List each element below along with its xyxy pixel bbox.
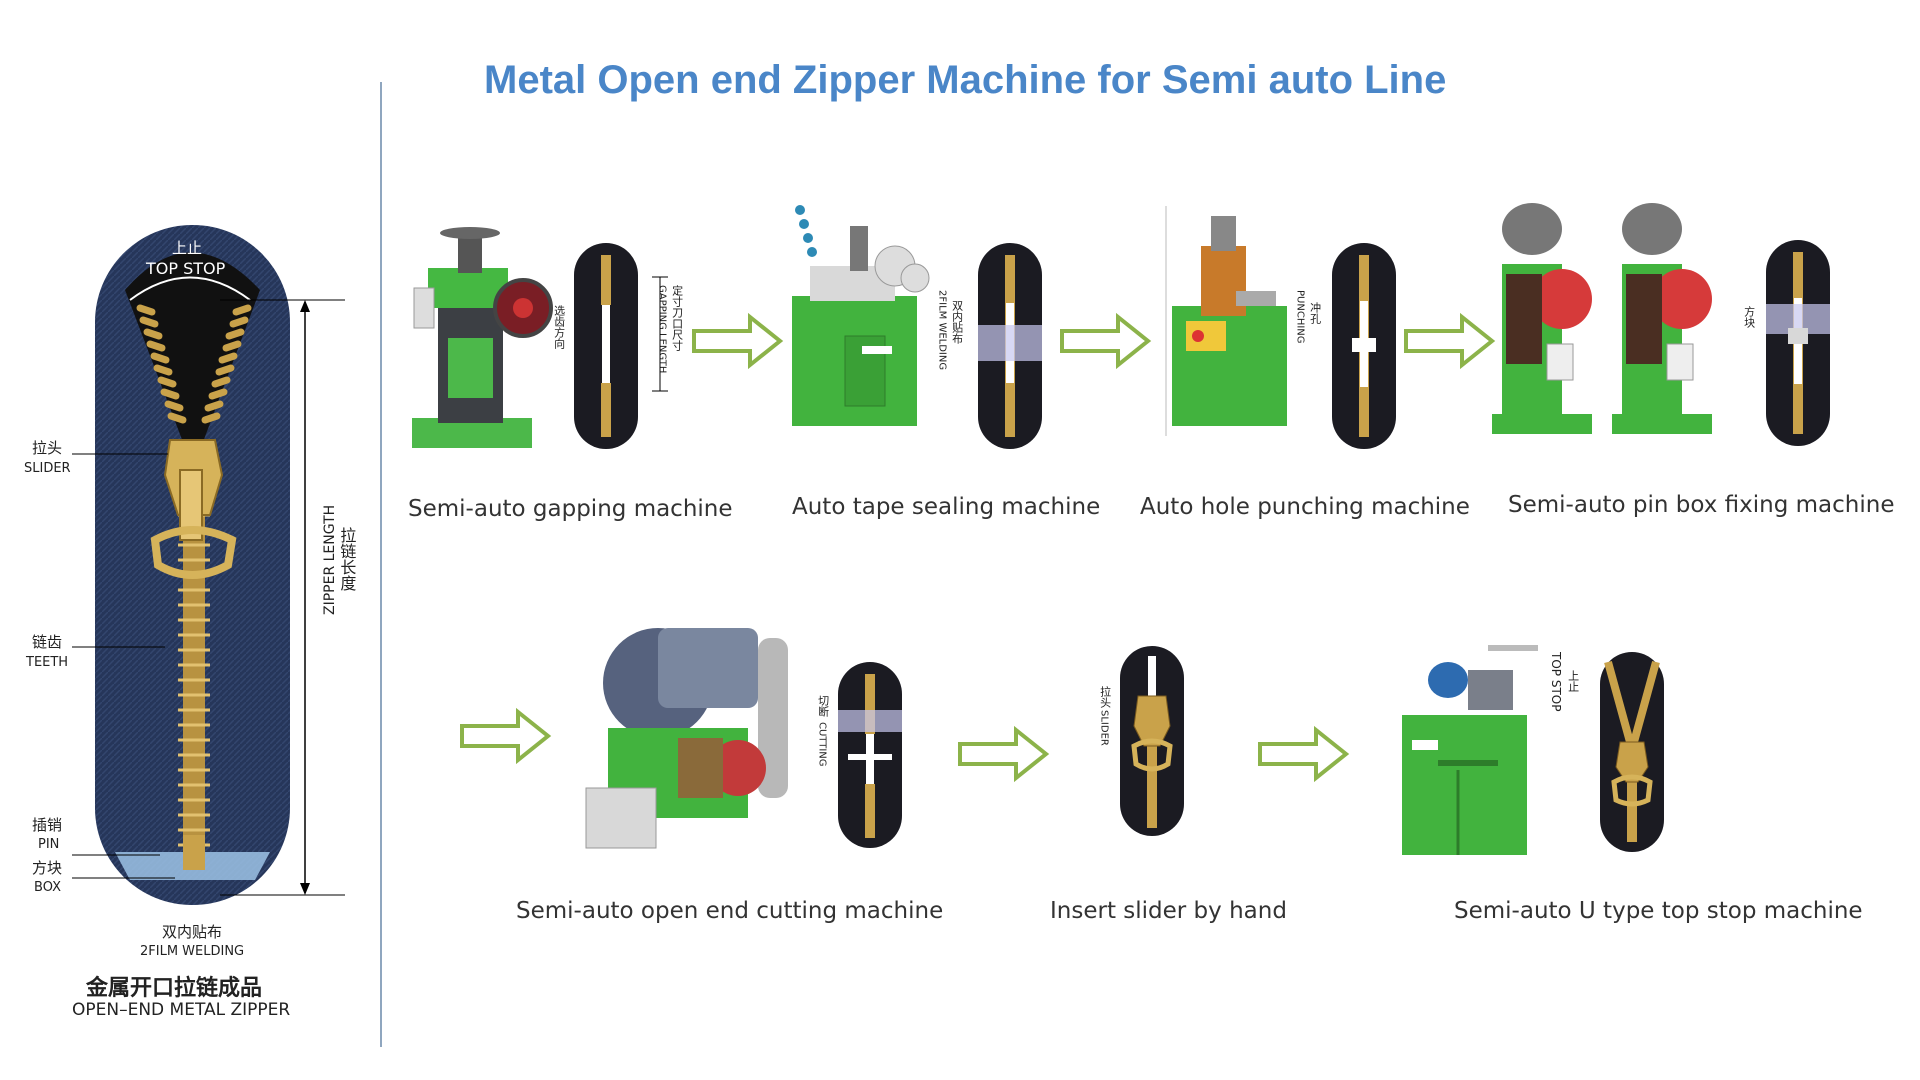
punching-machine-icon xyxy=(1165,206,1287,436)
step-6-label-cn: 拉头 xyxy=(1098,686,1112,708)
flow-arrow-6 xyxy=(1258,725,1350,783)
welding-label-en: 2FILM WELDING xyxy=(140,944,245,959)
punching-zipper-icon xyxy=(1332,243,1396,449)
flow-arrow-2 xyxy=(1060,312,1152,370)
top-stop-label-cn: 上止 xyxy=(172,239,203,257)
step-7-label-en: TOP STOP xyxy=(1548,652,1563,712)
zipper-teeth xyxy=(136,304,252,424)
pin-label-en: PIN xyxy=(38,837,60,852)
sealing-zipper-icon xyxy=(978,243,1042,449)
step-1-caption: Semi-auto gapping machine xyxy=(408,496,733,522)
step-2-label-cn: 双内贴布 xyxy=(950,300,964,344)
product-name-en: OPEN–END METAL ZIPPER xyxy=(72,1000,291,1020)
step-6-label-en: SLIDER xyxy=(1098,710,1110,746)
box-label-cn: 方块 xyxy=(32,859,63,877)
step-1-direction-label: 选齿方向 xyxy=(552,305,566,349)
gapping-length-bracket xyxy=(652,276,668,392)
product-name-cn: 金属开口拉链成品 xyxy=(86,976,263,1001)
step-2-label-en: 2FILM WELDING xyxy=(936,290,948,371)
flow-arrow-3 xyxy=(1404,312,1496,370)
top-stop-machine-icon xyxy=(1402,645,1538,855)
pin-box-zipper-icon xyxy=(1766,240,1830,446)
step-3-label-cn: 冲孔 xyxy=(1308,302,1322,324)
pin-label-cn: 插销 xyxy=(32,816,63,834)
zipper-product-illustration xyxy=(72,225,345,905)
gapping-machine-icon xyxy=(412,227,553,448)
step-3-label-en: PUNCHING xyxy=(1294,290,1306,344)
step-7-label-cn: 上止 xyxy=(1566,670,1580,692)
teeth-label-cn: 链齿 xyxy=(32,633,63,651)
flow-arrow-4 xyxy=(460,707,552,765)
slider-shape xyxy=(150,439,237,579)
step-4-caption: Semi-auto pin box fixing machine xyxy=(1508,492,1895,518)
step-3-caption: Auto hole punching machine xyxy=(1140,494,1470,520)
step-7-caption: Semi-auto U type top stop machine xyxy=(1454,898,1863,924)
step-5-caption: Semi-auto open end cutting machine xyxy=(516,898,944,924)
box-label-en: BOX xyxy=(34,880,61,895)
step-6-caption: Insert slider by hand xyxy=(1050,898,1287,924)
step-4-label-cn: 方块 xyxy=(1742,306,1756,328)
divider xyxy=(380,82,382,1047)
step-1-size-label-cn: 定寸刀口尺寸 xyxy=(670,285,684,351)
cutting-machine-icon xyxy=(585,628,788,849)
teeth-label-en: TEETH xyxy=(26,655,69,670)
flow-arrow-5 xyxy=(958,725,1050,783)
top-stop-zipper-icon xyxy=(1600,652,1664,852)
zipper-length-label-en: ZIPPER LENGTH xyxy=(322,504,338,615)
top-stop-label-en: TOP STOP xyxy=(146,259,226,278)
slider-label-cn: 拉头 xyxy=(32,439,63,457)
slider-zipper-icon xyxy=(1120,646,1184,836)
pin-box-machine-icon xyxy=(1492,203,1712,434)
step-5-label-en: CUTTING xyxy=(816,722,828,767)
slider-label-en: SLIDER xyxy=(24,461,71,476)
zipper-length-label-cn: 拉链长度 xyxy=(337,527,357,591)
gapping-zipper-icon xyxy=(574,243,638,449)
step-2-caption: Auto tape sealing machine xyxy=(792,494,1101,520)
page-title: Metal Open end Zipper Machine for Semi a… xyxy=(484,58,1447,102)
cutting-zipper-icon xyxy=(838,662,902,848)
welding-label-cn: 双内贴布 xyxy=(162,923,223,941)
sealing-machine-icon xyxy=(792,205,930,426)
step-5-label-cn: 切断 xyxy=(816,695,830,717)
flow-arrow-1 xyxy=(692,312,784,370)
step-1-size-label-en: GAPPING LENGTH xyxy=(656,285,668,374)
